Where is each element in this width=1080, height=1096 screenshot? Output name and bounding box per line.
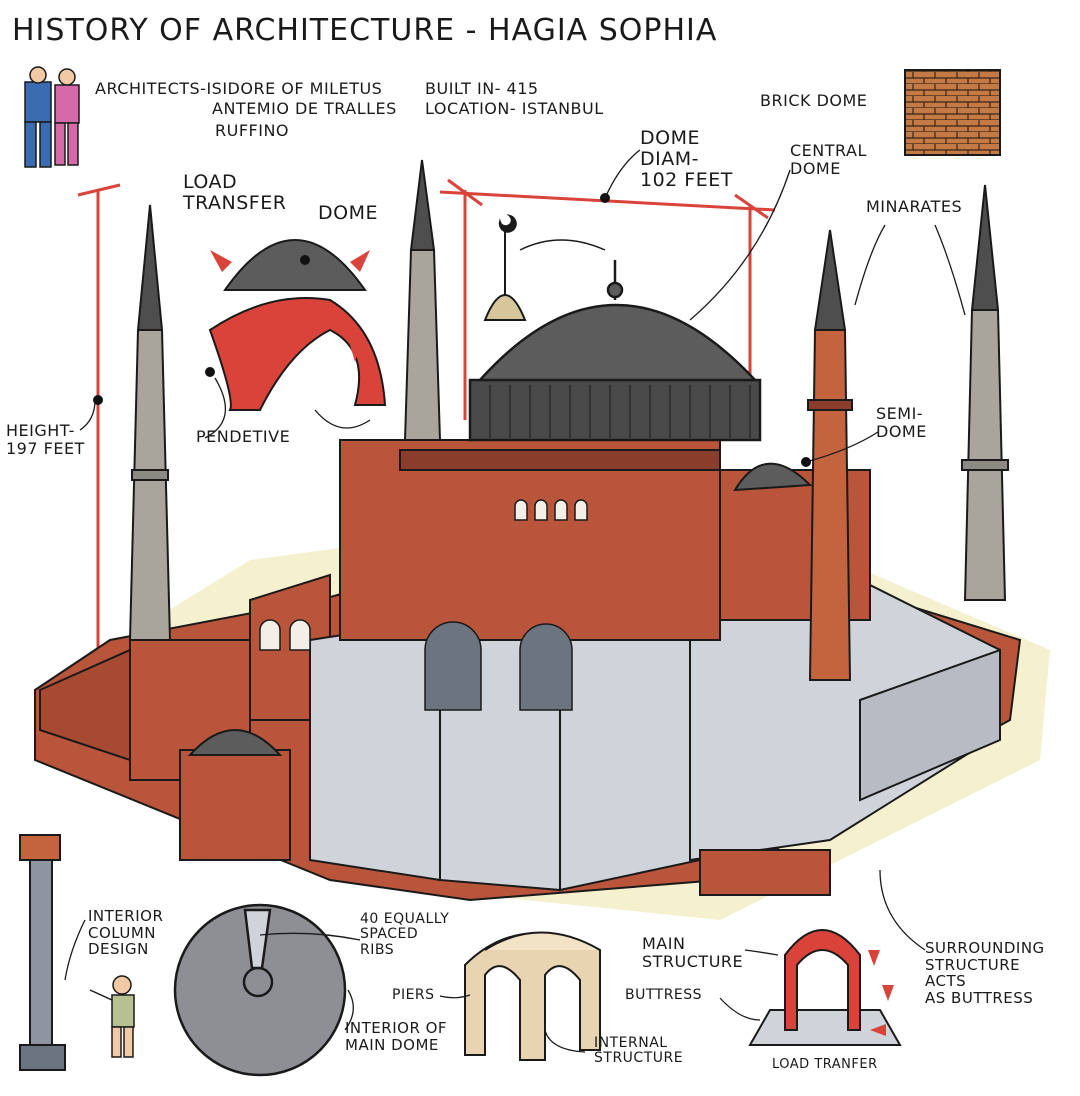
ribs-label: 40 EQUALLY SPACED RIBS bbox=[360, 912, 449, 958]
internal-structure-label: INTERNAL STRUCTURE bbox=[594, 1036, 683, 1067]
main-structure-label: MAIN STRUCTURE bbox=[642, 935, 743, 970]
piers-label: PIERS bbox=[392, 988, 435, 1003]
central-dome bbox=[470, 260, 760, 440]
worker-figure bbox=[90, 976, 134, 1057]
buttress-label: BUTTRESS bbox=[625, 988, 702, 1003]
internal-structure bbox=[465, 933, 600, 1061]
semi-dome-label: SEMI- DOME bbox=[876, 405, 927, 440]
minaret-center bbox=[405, 160, 440, 440]
interior-column bbox=[20, 835, 65, 1070]
central-dome-label: CENTRAL DOME bbox=[790, 142, 867, 177]
interior-dome-disc bbox=[175, 905, 345, 1075]
minarates-label: MINARATES bbox=[866, 198, 962, 216]
architects-label: ARCHITECTS-ISIDORE OF MILETUS bbox=[95, 80, 382, 98]
architect-2-label: ANTEMIO DE TRALLES bbox=[212, 100, 397, 118]
pendetive-label: PENDETIVE bbox=[196, 428, 290, 446]
architect-figures bbox=[25, 67, 79, 167]
load-tranfer-label: LOAD TRANFER bbox=[772, 1058, 878, 1072]
interior-main-dome-label: INTERIOR OF MAIN DOME bbox=[345, 1020, 447, 1053]
architect-3-label: RUFFINO bbox=[215, 122, 289, 140]
built-label: BUILT IN- 415 bbox=[425, 80, 539, 98]
surrounding-structure-label: SURROUNDING STRUCTURE ACTS AS BUTTRESS bbox=[925, 940, 1045, 1006]
minaret-left bbox=[130, 205, 170, 640]
semi-dome bbox=[735, 464, 810, 490]
brick-dome-label: BRICK DOME bbox=[760, 92, 867, 110]
interior-column-label: INTERIOR COLUMN DESIGN bbox=[88, 908, 163, 958]
height-label: HEIGHT- 197 FEET bbox=[6, 422, 85, 457]
brick-swatch bbox=[905, 70, 1000, 155]
dome-diam-label: DOME DIAM- 102 FEET bbox=[640, 128, 733, 191]
dome-label: DOME bbox=[318, 203, 378, 224]
minaret-right bbox=[962, 185, 1008, 600]
page-title: HISTORY OF ARCHITECTURE - HAGIA SOPHIA bbox=[12, 14, 717, 47]
load-transfer-label: LOAD TRANSFER bbox=[183, 172, 286, 214]
location-label: LOCATION- ISTANBUL bbox=[425, 100, 604, 118]
finial-detail bbox=[485, 216, 525, 320]
